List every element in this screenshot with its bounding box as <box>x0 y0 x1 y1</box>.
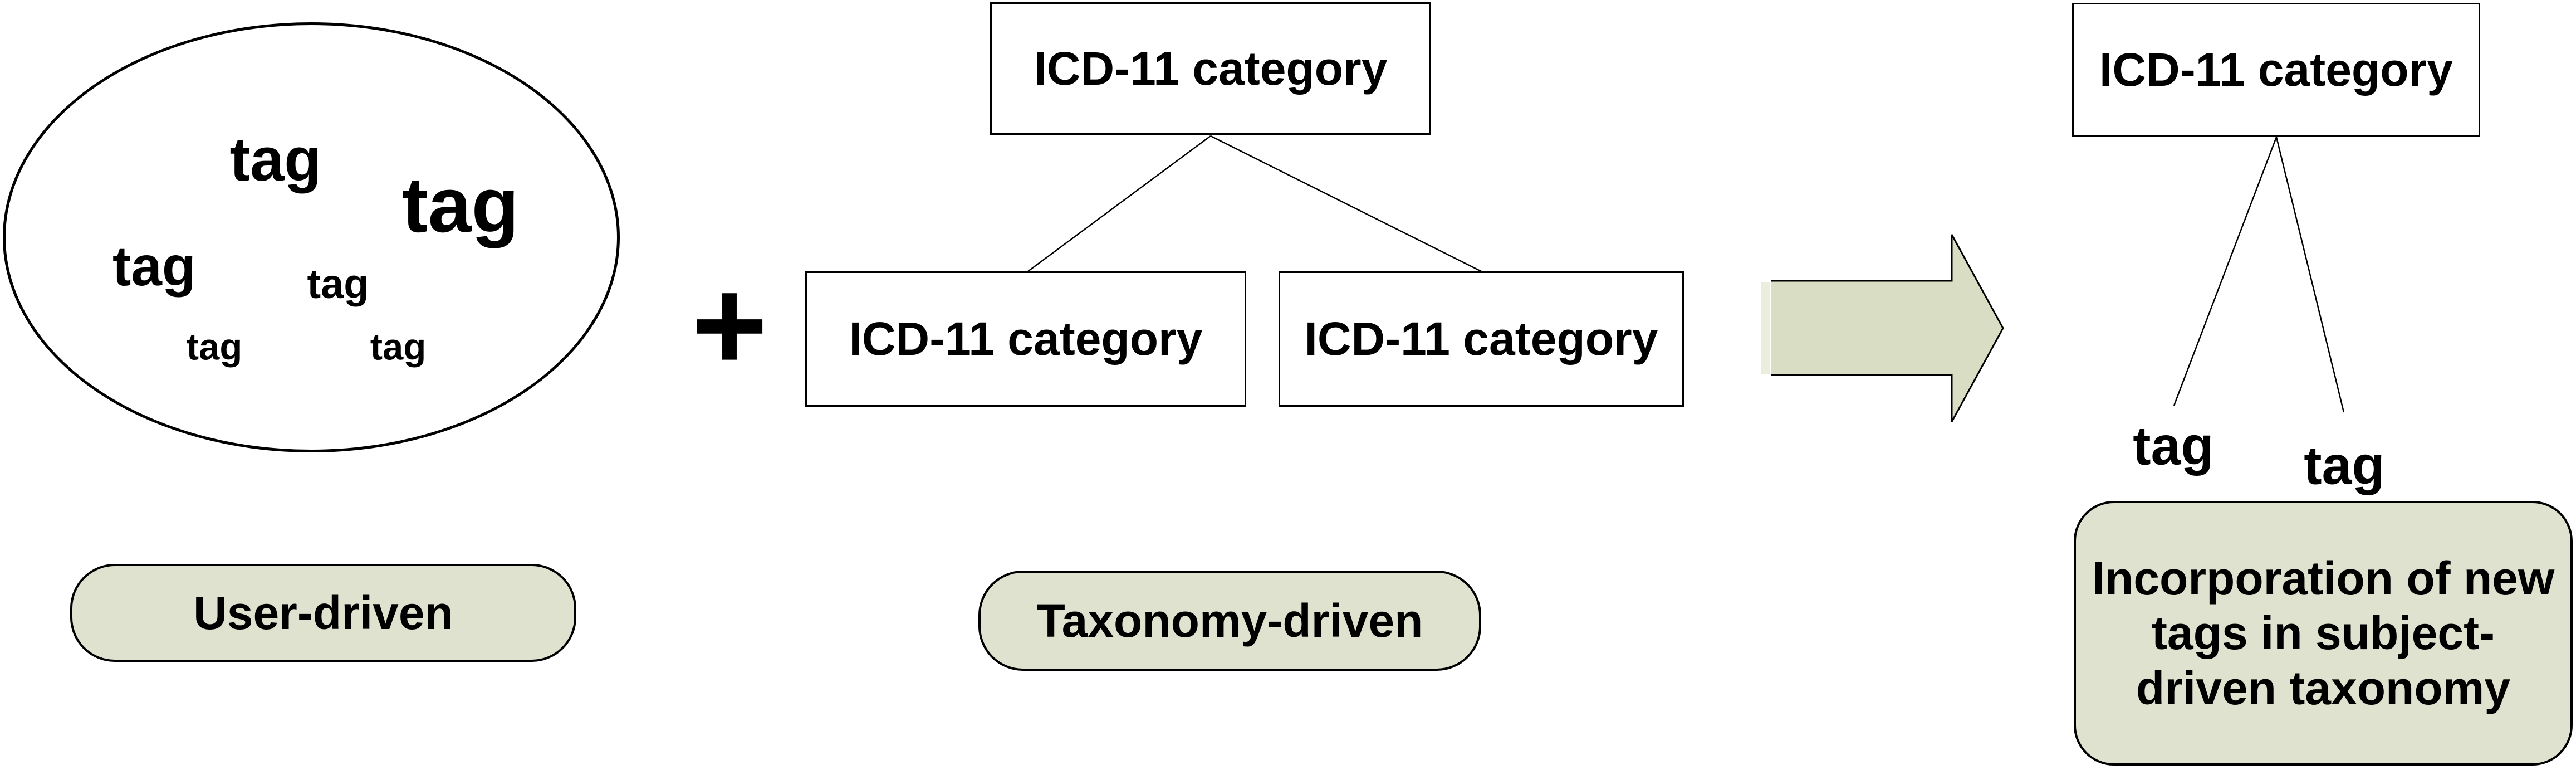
icd11-category-box-result: ICD-11 category <box>2072 3 2480 137</box>
tag-label: tag <box>229 125 322 194</box>
tree-connector-line <box>2275 137 2345 413</box>
icd11-category-box-child-right: ICD-11 category <box>1279 271 1684 407</box>
icd11-category-label: ICD-11 category <box>2099 43 2453 96</box>
icd11-category-label: ICD-11 category <box>849 313 1203 365</box>
tag-label: tag <box>112 235 196 298</box>
right-arrow-icon <box>1771 234 2004 422</box>
icd11-category-box-child-left: ICD-11 category <box>805 271 1246 407</box>
incorporation-caption-line: driven taxonomy <box>2136 661 2511 714</box>
user-driven-caption-pill: User-driven <box>70 564 576 662</box>
tag-label: tag <box>402 161 519 248</box>
tree-connector-line <box>1210 135 1482 272</box>
arrow-highlight-stripe <box>1761 282 1770 374</box>
taxonomy-driven-caption: Taxonomy-driven <box>1036 594 1423 647</box>
incorporation-caption-pill: Incorporation of new tags in subject- dr… <box>2074 501 2573 766</box>
icd11-category-label: ICD-11 category <box>1304 313 1658 365</box>
tag-label: tag <box>370 326 427 368</box>
tag-label: tag <box>307 261 369 307</box>
tree-connector-line <box>1027 135 1211 272</box>
user-driven-caption: User-driven <box>193 586 453 639</box>
tag-cloud-ellipse <box>3 22 620 452</box>
tag-label: tag <box>2304 435 2385 496</box>
tag-label: tag <box>2133 415 2214 476</box>
icd11-category-label: ICD-11 category <box>1034 42 1388 95</box>
icd11-category-box-root: ICD-11 category <box>990 2 1431 135</box>
incorporation-caption-line: tags in subject- <box>2151 607 2495 660</box>
tree-connector-line <box>2173 137 2278 406</box>
plus-sign: + <box>691 251 768 398</box>
taxonomy-driven-caption-pill: Taxonomy-driven <box>978 571 1481 671</box>
incorporation-caption-line: Incorporation of new <box>2092 552 2555 605</box>
tag-label: tag <box>186 326 243 368</box>
